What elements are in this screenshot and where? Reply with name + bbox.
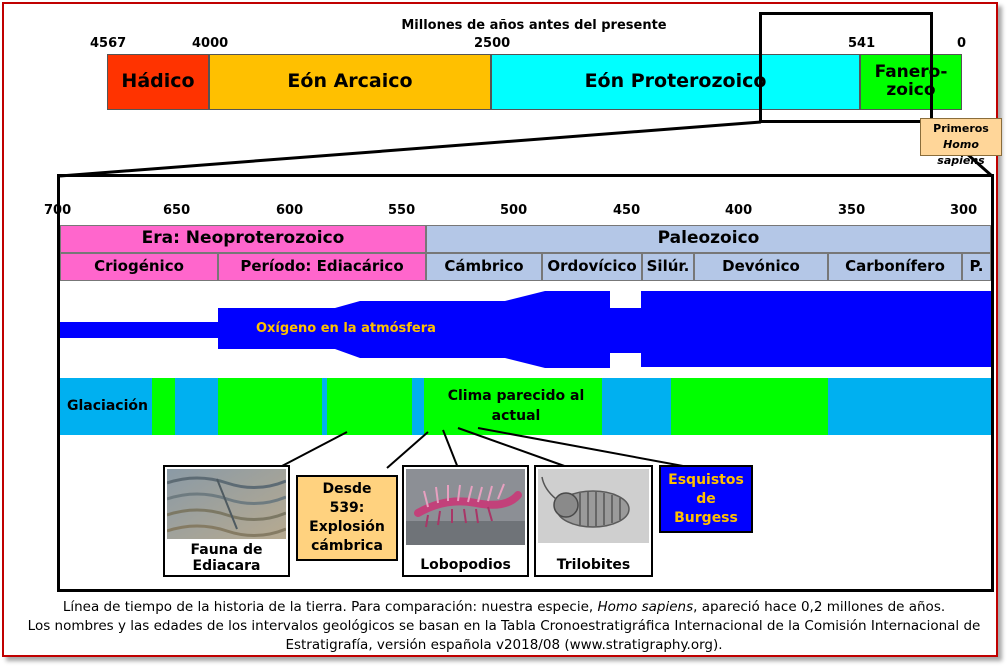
period-devonico: Devónico [694, 253, 828, 281]
oxygen-label: Oxígeno en la atmósfera [256, 321, 436, 336]
top-tick-0: 0 [957, 36, 967, 51]
top-tick-2500: 2500 [474, 36, 511, 51]
era-neoproterozoico: Era: Neoproterozoico [60, 225, 426, 253]
climate-warm [152, 378, 175, 435]
caption-line-3: Estratigrafía, versión española v2018/08… [285, 637, 723, 653]
climate-cold [412, 378, 424, 435]
caption-line-1: Línea de tiempo de la historia de la tie… [20, 598, 988, 617]
clima-label: Clima parecido al actual [447, 388, 585, 424]
trilobites-box: Trilobites [534, 465, 653, 577]
era-paleozoico: Paleozoico [426, 225, 991, 253]
caption-line-1b: , apareció hace 0,2 millones de años. [693, 599, 946, 615]
lobopod-image [406, 469, 525, 545]
lobopodios-box: Lobopodios [402, 465, 529, 577]
figure-caption: Línea de tiempo de la historia de la tie… [20, 598, 988, 655]
trilobites-label: Trilobites [556, 557, 631, 573]
zoom-window [759, 12, 933, 123]
climate-cold [60, 378, 152, 435]
eon-arcaico: Eón Arcaico [209, 54, 491, 110]
top-axis-title: Millones de años antes del presente [401, 18, 667, 33]
climate-band [60, 378, 991, 435]
trilobite-image [538, 469, 649, 543]
period-criogenico: Criogénico [60, 253, 218, 281]
figure-frame [2, 2, 998, 657]
period-silurico: Silúr. [642, 253, 694, 281]
period-ordovicico: Ordovícico [542, 253, 642, 281]
burgess-shale-box: Esquistos de Burgess [659, 465, 753, 533]
caption-homo-sapiens: Homo sapiens [597, 599, 694, 615]
glaciation-label: Glaciación [67, 398, 148, 414]
period-ediacarico: Período: Ediacárico [218, 253, 426, 281]
zoom-tick-350: 350 [838, 203, 866, 218]
climate-warm [424, 378, 602, 435]
top-tick-4567: 4567 [90, 36, 127, 51]
ediacara-box: Fauna de Ediacara [163, 465, 290, 577]
lobopodios-label: Lobopodios [420, 557, 511, 573]
zoom-tick-650: 650 [163, 203, 191, 218]
eon-hadico: Hádico [107, 54, 209, 110]
cambrian-explosion-box: Desde 539: Explosión cámbrica [296, 475, 398, 561]
eon-fanerozoico: Fanero- zoico [860, 54, 962, 110]
period-permico: P. [962, 253, 991, 281]
climate-cold [602, 378, 671, 435]
zoom-tick-500: 500 [500, 203, 528, 218]
period-carbonifero: Carbonífero [828, 253, 962, 281]
climate-warm [671, 378, 828, 435]
zoom-tick-550: 550 [388, 203, 416, 218]
zoom-detail-box [57, 174, 994, 592]
top-tick-4000: 4000 [192, 36, 229, 51]
climate-cold [175, 378, 218, 435]
climate-cold [322, 378, 327, 435]
zoom-tick-600: 600 [276, 203, 304, 218]
climate-warm [327, 378, 412, 435]
homo-sapiens-line1: Primeros [933, 122, 989, 135]
zoom-tick-400: 400 [725, 203, 753, 218]
caption-line-2: Los nombres y las edades de los interval… [27, 618, 981, 634]
homo-sapiens-line2: Homo sapiens [937, 138, 985, 167]
homo-sapiens-label: Primeros Homo sapiens [920, 118, 1002, 167]
zoom-tick-700: 700 [44, 203, 72, 218]
top-tick-541: 541 [848, 36, 876, 51]
ediacara-fossil-image [167, 469, 286, 539]
zoom-tick-450: 450 [613, 203, 641, 218]
zoom-tick-300: 300 [950, 203, 978, 218]
eon-proterozoico: Eón Proterozoico [491, 54, 860, 110]
climate-cold [828, 378, 991, 435]
caption-line-1a: Línea de tiempo de la historia de la tie… [62, 599, 598, 615]
period-cambrico: Cámbrico [426, 253, 542, 281]
climate-warm [218, 378, 322, 435]
ediacara-label: Fauna de Ediacara [190, 542, 263, 574]
